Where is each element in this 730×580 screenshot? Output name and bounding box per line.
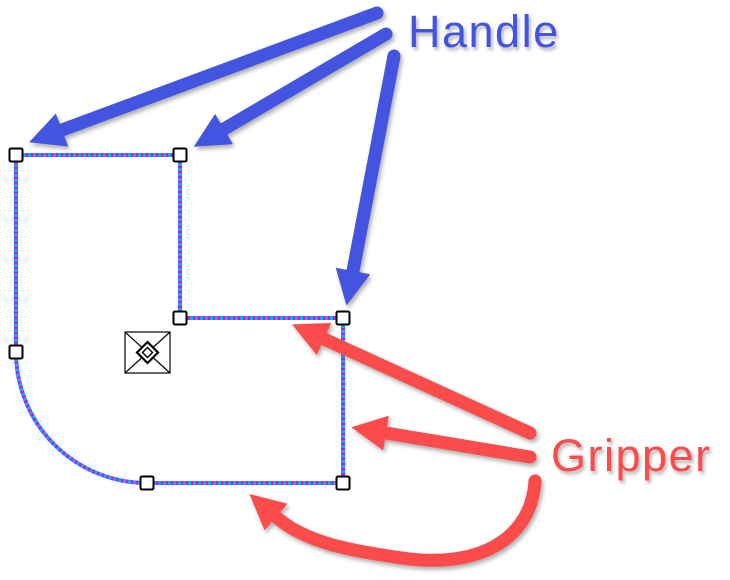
handle-bottom-right[interactable]: [335, 475, 351, 491]
handle-top-left[interactable]: [8, 147, 24, 163]
shape-center-marker[interactable]: [124, 331, 171, 374]
handle-arrow-to-middle: [335, 49, 401, 306]
handle-annotation-arrows: [29, 6, 401, 306]
handle-arrow-to-top-left: [29, 6, 384, 147]
selection-handles: [8, 147, 351, 491]
handle-label: Handle: [408, 6, 560, 57]
gripper-label: Gripper: [551, 430, 712, 481]
handle-top-right[interactable]: [172, 147, 188, 163]
handle-step-corner[interactable]: [172, 310, 188, 326]
gripper-arrow-to-middle-edge: [292, 323, 537, 440]
handle-left-arc-start[interactable]: [8, 344, 24, 360]
handle-arrow-to-top-right: [193, 27, 393, 147]
center-pin-inner-diamond-icon: [141, 346, 154, 359]
handle-right-top[interactable]: [335, 310, 351, 326]
gripper-annotation-arrows: [249, 323, 542, 567]
center-marker-box: [124, 331, 171, 374]
handle-bottom-arc-end[interactable]: [139, 475, 155, 491]
gripper-arrow-to-right-edge: [351, 415, 537, 464]
gripper-curved-arrow-to-bottom-edge: [249, 474, 542, 567]
center-pin-diamond-icon[interactable]: [135, 340, 160, 365]
